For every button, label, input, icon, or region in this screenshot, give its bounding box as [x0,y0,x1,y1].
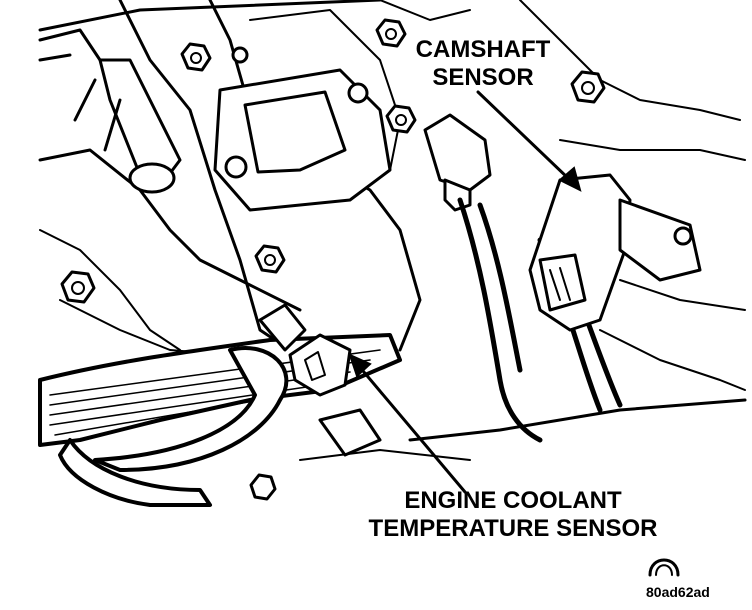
callout-leaders [348,90,582,494]
camshaft-sensor-body [528,173,702,332]
figure-id: 80ad62ad [646,584,710,600]
coolant-label-line1: ENGINE COOLANT [404,487,622,514]
coolant-label-line2: TEMPERATURE SENSOR [368,515,658,542]
coolant-sensor-connector [258,303,382,457]
upper-left-sensor [38,28,182,194]
camshaft-label-line2: SENSOR [432,64,534,91]
camshaft-label-line1: CAMSHAFT [415,36,551,63]
coolant-sensor-label: ENGINE COOLANT TEMPERATURE SENSOR [343,487,683,543]
intake-boss [213,46,392,212]
camshaft-sensor-label: CAMSHAFT SENSOR [398,36,568,92]
ground-symbol [648,558,680,577]
bolts [60,18,606,501]
